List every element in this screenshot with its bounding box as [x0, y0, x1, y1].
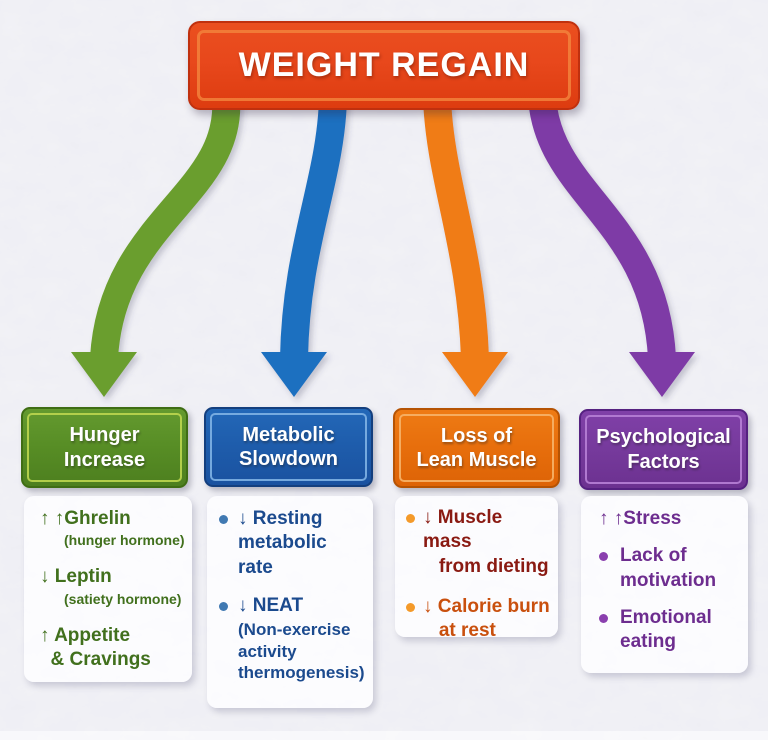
item-text: Lack of motivation: [620, 545, 717, 591]
list-item: Emotional eating: [599, 606, 744, 655]
item-subnote: (Non-exercise activity thermogenesis): [238, 620, 365, 683]
title-banner: WEIGHT REGAIN: [188, 21, 580, 110]
item-text: Emotional eating: [620, 606, 712, 653]
category-title: Psychological Factors: [596, 426, 731, 473]
item-subnote: (hunger hormone): [64, 532, 185, 549]
bullet-dot: [406, 514, 415, 523]
bullet-dot: [599, 613, 608, 623]
list-item: ↓ NEAT (Non-exercise activity thermogene…: [219, 594, 369, 684]
list-item: ↑ Appetite & Cravings: [40, 624, 186, 673]
item-text: ↑ ↑Ghrelin: [40, 508, 131, 529]
item-subnote: (satiety hormone): [64, 590, 182, 607]
list-item: Lack of motivation: [599, 544, 744, 593]
bullet-dot: [599, 552, 608, 562]
item-text: ↓ Muscle mass from dieting: [423, 507, 549, 577]
list-item: ↑ ↑Stress: [599, 507, 744, 531]
category-box-metabolic-slowdown: Metabolic Slowdown: [204, 407, 373, 487]
list-item: ↑ ↑Ghrelin (hunger hormone): [40, 507, 186, 548]
list-item: ↓ Resting metabolic rate: [219, 507, 369, 580]
bullet-dot: [406, 602, 415, 612]
item-text: ↓ NEAT: [238, 594, 304, 616]
detail-card-psych: ↑ ↑Stress Lack of motivation Emotional e…: [581, 496, 748, 673]
item-text: ↓ Calorie burn at rest: [423, 595, 550, 642]
list-item: ↓ Muscle mass from dieting: [406, 506, 556, 579]
item-text: ↓ Resting metabolic rate: [238, 508, 327, 578]
item-text: ↑ ↑Stress: [599, 508, 682, 529]
category-title: Loss of Lean Muscle: [416, 424, 537, 471]
category-title: Metabolic Slowdown: [239, 423, 338, 470]
arrow-psych: [528, 96, 695, 397]
arrow-metabolic: [261, 97, 347, 397]
arrow-muscle: [423, 97, 508, 397]
list-item: ↓ Leptin (satiety hormone): [40, 565, 186, 606]
detail-card-metabolic: ↓ Resting metabolic rate ↓ NEAT (Non-exe…: [207, 496, 373, 708]
page-title: WEIGHT REGAIN: [238, 46, 530, 84]
list-item: ↓ Calorie burn at rest: [406, 595, 556, 644]
bullet-dot: [219, 601, 228, 611]
bottom-light-strip: [0, 731, 768, 740]
category-title: Hunger Increase: [63, 424, 146, 471]
item-text: ↓ Leptin: [40, 566, 112, 588]
category-box-psychological-factors: Psychological Factors: [579, 409, 748, 490]
arrow-hunger: [71, 97, 241, 397]
detail-card-muscle: ↓ Muscle mass from dieting ↓ Calorie bur…: [395, 496, 558, 641]
item-text: ↑ Appetite & Cravings: [40, 624, 151, 671]
category-box-loss-of-lean-muscle: Loss of Lean Muscle: [393, 408, 560, 488]
flow-arrows: [71, 96, 695, 397]
detail-card-hunger: ↑ ↑Ghrelin (hunger hormone) ↓ Leptin (sa…: [24, 496, 192, 682]
bullet-dot: [219, 515, 228, 524]
category-box-hunger-increase: Hunger Increase: [21, 407, 188, 488]
